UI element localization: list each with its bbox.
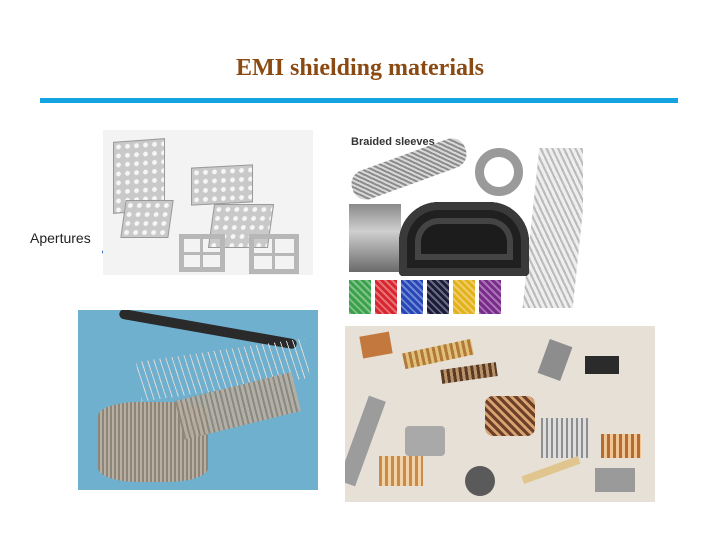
apertures-label: Apertures: [30, 230, 91, 246]
knitted-mesh-photo: [78, 310, 318, 490]
slide-title: EMI shielding materials: [235, 55, 484, 81]
title-underline: [40, 98, 678, 103]
spring-fingers-photo: [345, 326, 655, 502]
braided-sleeves-caption: Braided sleeves: [351, 136, 435, 148]
braided-sleeves-photo: Braided sleeves: [343, 128, 583, 316]
apertures-photo: [103, 130, 313, 275]
